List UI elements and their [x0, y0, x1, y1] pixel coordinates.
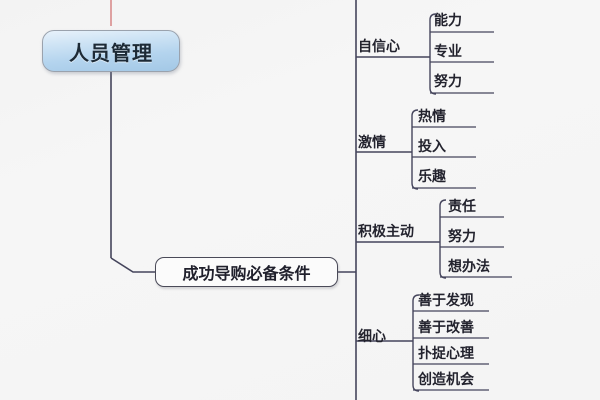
leaf-label-reqing[interactable]: 热情 — [418, 109, 446, 125]
leaf-label-lequ[interactable]: 乐趣 — [418, 169, 446, 185]
root-node[interactable]: 人员管理 — [42, 30, 180, 72]
leaf-label-puzhuoxinli[interactable]: 扑捉心理 — [418, 346, 474, 362]
branch-label-xixin[interactable]: 细心 — [358, 329, 386, 345]
leaf-label-nuli-1[interactable]: 努力 — [434, 74, 462, 90]
leaf-label-nuli-2[interactable]: 努力 — [448, 229, 476, 245]
leaf-label-nengli[interactable]: 能力 — [434, 13, 462, 29]
branch-3-subspine — [439, 199, 447, 279]
leaf-label-shanyugaishan[interactable]: 善于改善 — [418, 320, 474, 336]
leaf-label-zhuanye[interactable]: 专业 — [434, 44, 462, 60]
topic-node-label: 成功导购必备条件 — [182, 264, 311, 283]
branch-label-jiqing[interactable]: 激情 — [358, 135, 386, 151]
leaf-label-shanyufaxian[interactable]: 善于发现 — [418, 293, 474, 309]
leaf-label-touru[interactable]: 投入 — [418, 139, 446, 155]
leaf-label-chuangzaojihui[interactable]: 创造机会 — [418, 372, 474, 388]
root-to-topic-connector — [110, 257, 155, 273]
topic-node[interactable]: 成功导购必备条件 — [155, 257, 338, 287]
leaf-label-zeren[interactable]: 责任 — [448, 199, 476, 215]
branch-label-zixinxin[interactable]: 自信心 — [358, 39, 400, 55]
branch-label-jijizhudong[interactable]: 积极主动 — [358, 224, 414, 240]
leaf-label-xiangbanfa[interactable]: 想办法 — [448, 259, 490, 275]
root-node-label: 人员管理 — [69, 40, 153, 65]
